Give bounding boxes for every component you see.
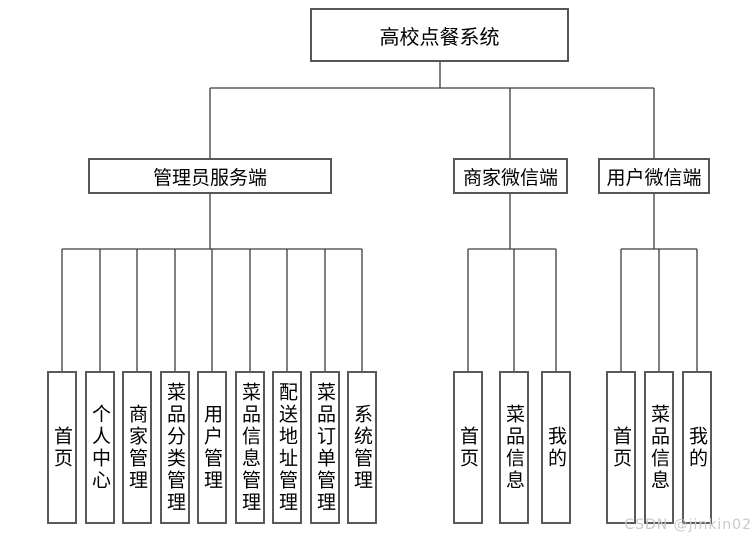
leaf-label: 我的	[686, 425, 708, 470]
leaf-label: 我的	[545, 425, 567, 470]
node-user-mine: 我的	[682, 371, 712, 524]
node-user-home: 首页	[606, 371, 636, 524]
node-admin-server: 管理员服务端	[88, 158, 332, 194]
leaf-label: 商家管理	[126, 403, 148, 492]
leaf-label: 菜品订单管理	[314, 381, 336, 514]
admin-server-label: 管理员服务端	[152, 166, 267, 189]
node-merchant-home: 首页	[453, 371, 483, 524]
node-merchant-wechat: 商家微信端	[453, 158, 568, 194]
leaf-label: 系统管理	[351, 403, 373, 492]
node-admin-personal-center: 个人中心	[85, 371, 115, 524]
leaf-label: 用户管理	[201, 403, 223, 492]
node-admin-user-mgmt: 用户管理	[197, 371, 227, 524]
node-merchant-dish-info: 菜品信息	[499, 371, 529, 524]
merchant-wechat-label: 商家微信端	[462, 166, 558, 189]
leaf-label: 配送地址管理	[276, 381, 298, 514]
node-user-wechat: 用户微信端	[598, 158, 710, 194]
csdn-watermark: CSDN @jinkin02	[624, 517, 752, 533]
node-system-root: 高校点餐系统	[310, 8, 569, 62]
node-admin-delivery-address-mgmt: 配送地址管理	[272, 371, 302, 524]
node-user-dish-info: 菜品信息	[644, 371, 674, 524]
leaf-label: 首页	[610, 425, 632, 470]
leaf-label: 菜品分类管理	[164, 381, 186, 514]
user-wechat-label: 用户微信端	[606, 166, 702, 189]
node-admin-dish-category-mgmt: 菜品分类管理	[160, 371, 190, 524]
node-admin-system-mgmt: 系统管理	[347, 371, 377, 524]
leaf-label: 首页	[51, 425, 73, 470]
system-root-label: 高校点餐系统	[379, 24, 500, 49]
node-admin-merchant-mgmt: 商家管理	[122, 371, 152, 524]
node-admin-home: 首页	[47, 371, 77, 524]
node-admin-dish-info-mgmt: 菜品信息管理	[235, 371, 265, 524]
leaf-label: 首页	[457, 425, 479, 470]
node-merchant-mine: 我的	[541, 371, 571, 524]
leaf-label: 个人中心	[89, 403, 111, 492]
leaf-label: 菜品信息	[503, 403, 525, 492]
leaf-label: 菜品信息	[648, 403, 670, 492]
node-admin-dish-order-mgmt: 菜品订单管理	[310, 371, 340, 524]
leaf-label: 菜品信息管理	[239, 381, 261, 514]
